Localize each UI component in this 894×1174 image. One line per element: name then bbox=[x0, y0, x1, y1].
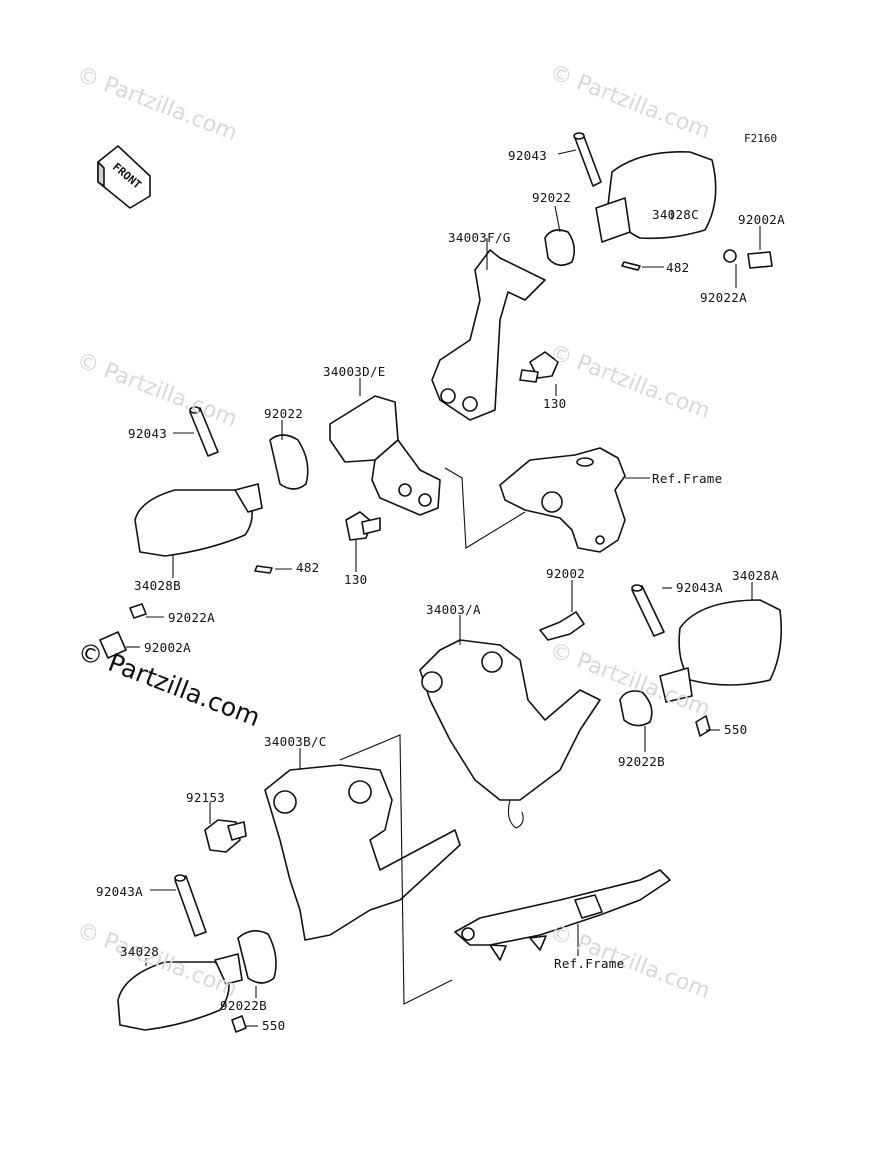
label-550-right: 550 bbox=[724, 722, 748, 737]
label-92043-top: 92043 bbox=[508, 148, 548, 163]
label-ref-frame-bottom: Ref.Frame bbox=[554, 956, 625, 971]
label-92002A-top: 92002A bbox=[738, 212, 785, 227]
footpeg-34028A bbox=[619, 584, 783, 737]
label-92022-left: 92022 bbox=[264, 406, 304, 421]
label-34003DE: 34003D/E bbox=[323, 364, 386, 379]
label-92043A-right: 92043A bbox=[676, 580, 723, 595]
bracket-34003A bbox=[419, 611, 601, 829]
label-ref-frame-top: Ref.Frame bbox=[652, 471, 723, 486]
footpeg-34028C bbox=[544, 132, 773, 271]
label-92002A-left: 92002A bbox=[144, 640, 191, 655]
label-92002: 92002 bbox=[546, 566, 586, 581]
front-arrow-icon: FRONT bbox=[97, 145, 151, 209]
label-34028A: 34028A bbox=[732, 568, 779, 583]
leader-lines bbox=[126, 149, 761, 1027]
label-34028C: 34028C bbox=[652, 207, 699, 222]
bracket-34003DE bbox=[329, 395, 441, 541]
label-92153: 92153 bbox=[186, 790, 226, 805]
footpeg-34028 bbox=[117, 874, 277, 1033]
label-92022-top: 92022 bbox=[532, 190, 572, 205]
label-92022A-left: 92022A bbox=[168, 610, 215, 625]
bolt-92002A-left bbox=[99, 603, 147, 659]
label-34003FG: 34003F/G bbox=[448, 230, 511, 245]
label-92043A-left: 92043A bbox=[96, 884, 143, 899]
label-130-top: 130 bbox=[543, 396, 567, 411]
label-130-left: 130 bbox=[344, 572, 368, 587]
footpeg-34028B bbox=[134, 406, 309, 574]
figure-code: F2160 bbox=[744, 132, 778, 145]
bracket-34003BC bbox=[204, 734, 461, 1005]
label-34028: 34028 bbox=[120, 944, 160, 959]
label-92022A-top: 92022A bbox=[700, 290, 747, 305]
frame-part-bottom bbox=[454, 869, 671, 961]
label-34028B: 34028B bbox=[134, 578, 181, 593]
label-482-top: 482 bbox=[666, 260, 690, 275]
label-34003A: 34003/A bbox=[426, 602, 481, 617]
label-92043-left: 92043 bbox=[128, 426, 168, 441]
label-550-left: 550 bbox=[262, 1018, 286, 1033]
frame-part-top bbox=[444, 447, 626, 553]
label-34003BC: 34003B/C bbox=[264, 734, 327, 749]
bracket-34003FG bbox=[431, 249, 559, 421]
label-92022B-left: 92022B bbox=[220, 998, 267, 1013]
label-92022B-right: 92022B bbox=[618, 754, 665, 769]
label-482-left: 482 bbox=[296, 560, 320, 575]
